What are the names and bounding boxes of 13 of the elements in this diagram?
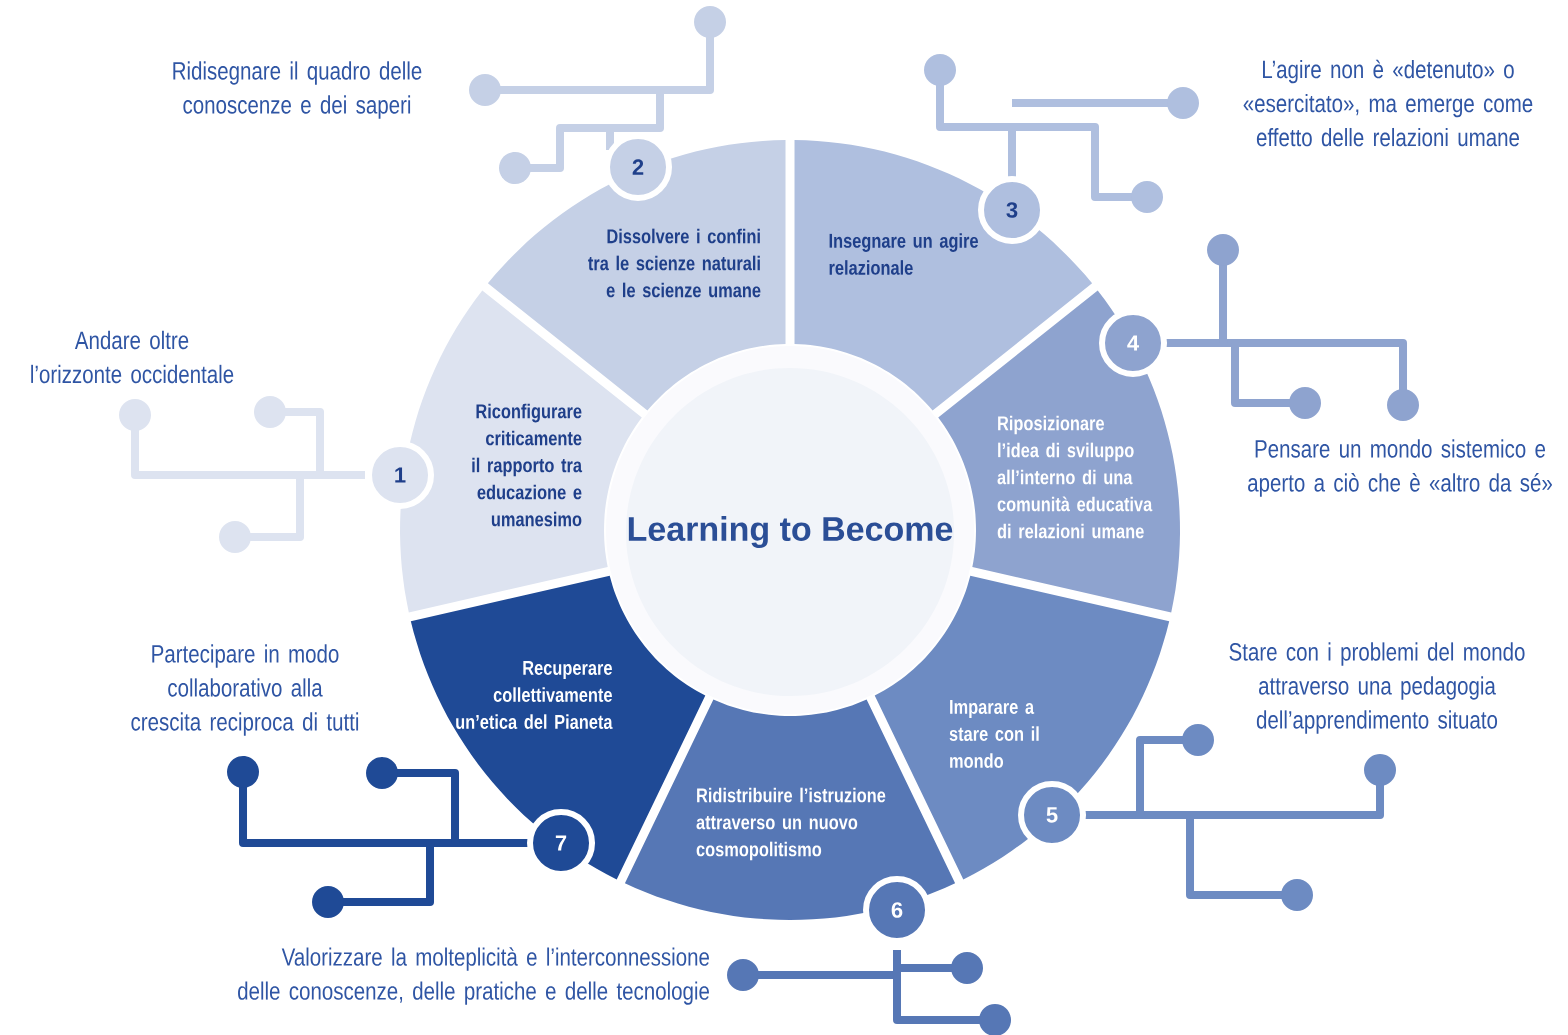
outer-caption: Pensare un mondo sistemico e aperto a ciò che è «altro da sé» <box>1248 439 1552 497</box>
outer-caption: Stare con i problemi del mondo attraverso una pedagogia dell’apprendimento situato <box>1229 642 1525 734</box>
number-badge: 7 <box>527 809 595 877</box>
number-badge: 6 <box>863 876 931 944</box>
number-badge: 4 <box>1099 309 1167 377</box>
outer-caption: Valorizzare la molteplicità e l’interconnessione delle conoscenze, delle pratiche e delle tecnologie <box>238 947 709 1005</box>
outer-caption: L’agire non è «detenuto» o «esercitato», ma emerge come effetto delle relazioni umane <box>1243 59 1533 147</box>
number-badge: 3 <box>978 176 1046 244</box>
outer-caption: Ridisegnare il quadro delle conoscenze e dei saperi <box>173 61 422 119</box>
number-badge: 5 <box>1018 781 1086 849</box>
outer-caption: Andare oltre l’orizzonte occidentale <box>31 330 234 384</box>
number-badge: 2 <box>604 133 672 201</box>
outer-caption: Partecipare in modo collaborativo alla crescita reciproca di tutti <box>131 644 359 736</box>
